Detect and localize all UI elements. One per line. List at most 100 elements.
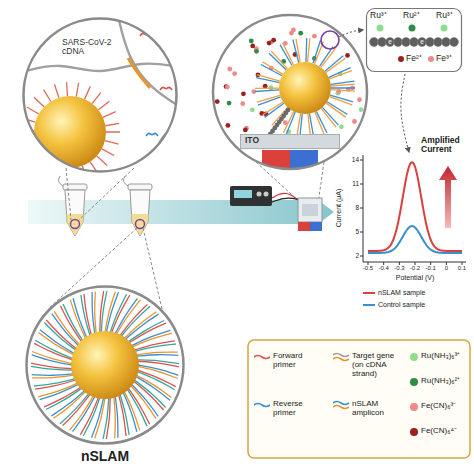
electrode-zoom — [265, 103, 284, 117]
legend-sample — [333, 402, 349, 405]
legend-entry: Ru(NH₃)₆²⁺ — [410, 377, 467, 386]
voltammogram-chart — [363, 304, 375, 306]
dashed-arrow — [401, 74, 409, 152]
cdna-zoom — [160, 87, 172, 90]
nslam-particle — [134, 381, 164, 410]
cdna-zoom — [22, 64, 185, 72]
electrode-zoom — [359, 107, 364, 112]
nslam-particle — [121, 306, 150, 336]
redox-callout-part — [442, 38, 451, 47]
callout-text: Amplified Current — [421, 136, 471, 155]
electrode-zoom — [225, 85, 230, 90]
legend-box — [248, 340, 470, 458]
zoom-line — [79, 168, 134, 220]
legend-entry: nSLAM amplicon — [333, 400, 406, 418]
nslam-particle — [119, 395, 126, 436]
potentiostat — [264, 192, 269, 197]
voltammogram-chart — [360, 155, 466, 305]
cdna-zoom — [34, 96, 106, 168]
electrode-zoom — [232, 71, 237, 76]
nslam-particle — [84, 294, 91, 335]
electrode-zoom — [261, 65, 282, 76]
electrode-cell — [298, 198, 322, 222]
ion-label: Ru²⁺ — [403, 11, 420, 20]
voltammogram-chart — [430, 262, 431, 265]
electrode-zoom — [257, 95, 280, 102]
electrode-zoom — [325, 56, 343, 71]
nslam-particle — [134, 341, 175, 350]
cdna-zoom — [66, 82, 68, 96]
electrode-zoom — [274, 108, 289, 127]
voltammogram-chart — [446, 262, 447, 265]
nslam-particle — [40, 384, 79, 399]
voltammogram-chart — [360, 208, 363, 209]
legend-sample — [333, 354, 349, 357]
nslam-particle — [132, 330, 171, 345]
redox-callout-part — [398, 56, 404, 62]
ion-label: Fe²⁺ — [406, 54, 422, 63]
tick-label: 0 — [445, 265, 448, 272]
nslam-particle — [26, 286, 184, 444]
voltammogram-chart — [363, 292, 375, 294]
legend-sample — [333, 406, 349, 409]
legend-sample — [254, 404, 270, 407]
cdna-zoom — [103, 112, 116, 118]
nslam-particle — [60, 394, 89, 424]
electrode-zoom — [213, 15, 367, 174]
legend-swatch — [410, 428, 418, 436]
electrode-zoom — [339, 124, 344, 129]
electrode-zoom — [280, 45, 292, 66]
electrode-zoom — [329, 71, 351, 79]
cdna-zoom — [34, 97, 44, 107]
electrode-zoom — [289, 31, 294, 36]
tick-label: -0.1 — [425, 265, 435, 272]
electrode-zoom — [279, 62, 331, 114]
cdna-zoom — [21, 139, 35, 142]
cdna-zoom — [82, 166, 87, 179]
electrode-zoom — [255, 90, 279, 92]
electrode-zoom — [250, 43, 255, 48]
tick-label: -0.4 — [378, 265, 388, 272]
cdna-zoom — [55, 84, 59, 97]
cdna-zoom — [92, 93, 101, 104]
cdna-zoom — [27, 107, 39, 114]
legend-swatch — [410, 378, 418, 386]
voltammogram-chart — [360, 232, 363, 233]
electrode-zoom — [322, 107, 338, 125]
voltammogram-chart — [399, 262, 400, 265]
cdna-zoom — [85, 86, 91, 99]
voltammogram-chart — [360, 160, 363, 161]
tick-label: 0.1 — [458, 265, 466, 272]
legend-text: Reverse primer — [273, 400, 327, 418]
electrode-zoom — [227, 101, 232, 106]
cdna-zoom — [146, 133, 158, 136]
cdna-zoom — [63, 168, 65, 182]
legend-entry: Ru(NH₃)₆³⁺ — [410, 352, 467, 361]
sample-tube — [124, 176, 152, 236]
electrode-zoom — [357, 97, 362, 102]
electrode-zoom — [271, 38, 276, 43]
redox-callout-part — [428, 56, 434, 62]
voltammogram-chart — [383, 262, 384, 265]
redox-callout-part — [426, 38, 435, 47]
legend-sample — [333, 400, 349, 410]
zoom-line — [66, 168, 71, 220]
redox-callout-part — [418, 38, 427, 47]
legend-text: nSLAM amplicon — [352, 400, 406, 418]
legend-text: Target gene (on cDNA strand) — [352, 352, 406, 378]
ion-label: Ru³⁺ — [436, 11, 453, 20]
electrode-zoom — [249, 38, 254, 43]
electrode-zoom — [327, 102, 347, 115]
electrode-zoom — [283, 43, 294, 64]
voltammogram-chart — [415, 262, 416, 265]
sample-tube — [130, 190, 150, 236]
electrode-zoom — [213, 15, 367, 169]
nslam-particle — [34, 379, 75, 386]
electrode-zoom — [352, 119, 357, 124]
tick-label: 11 — [342, 180, 359, 187]
legend-text: nSLAM sample — [378, 289, 425, 297]
cdna-zoom — [98, 101, 109, 110]
electrode-zoom — [240, 101, 245, 106]
electrode-zoom — [213, 15, 367, 169]
cdna-zoom — [51, 165, 56, 178]
